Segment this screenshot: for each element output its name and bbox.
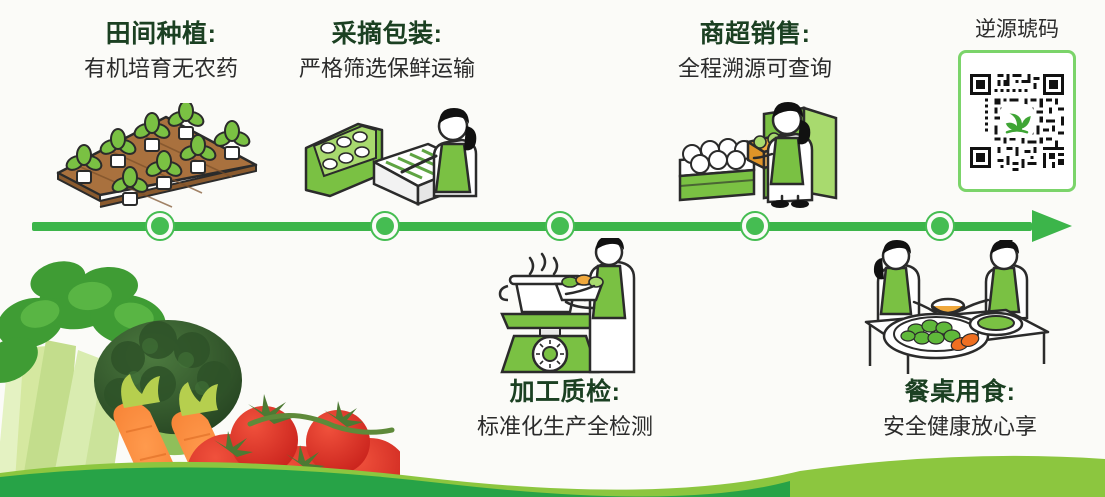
green-sprout-logo-icon	[1002, 106, 1032, 136]
stage-subtitle: 安全健康放心享	[882, 413, 1037, 439]
family-dining-table-icon	[864, 240, 1050, 374]
timeline-arrowhead-icon	[1032, 210, 1072, 242]
stage-title: 加工质检:	[509, 378, 621, 406]
stage-title: 采摘包装:	[331, 20, 443, 48]
stage-label-field-planting: 田间种植: 有机培育无农药	[30, 20, 292, 81]
stage-label-retail-sales: 商超销售: 全程溯源可查询	[630, 20, 880, 81]
timeline-node-1[interactable]	[145, 211, 175, 241]
stage-label-harvest-packing: 采摘包装: 严格筛选保鲜运输	[262, 20, 512, 81]
fresh-vegetables-photo	[0, 261, 400, 497]
supermarket-shelf-icon	[678, 102, 838, 208]
stage-subtitle: 严格筛选保鲜运输	[298, 55, 475, 81]
stage-label-dining-table: 餐桌用食: 安全健康放心享	[835, 378, 1085, 439]
timeline-node-2[interactable]	[370, 211, 400, 241]
stage-title: 田间种植:	[105, 20, 217, 48]
cooking-pot-scale-icon	[498, 238, 636, 374]
stage-subtitle: 有机培育无农药	[83, 55, 238, 81]
stage-subtitle: 全程溯源可查询	[677, 55, 832, 81]
timeline-node-5[interactable]	[925, 211, 955, 241]
bottom-wave-decoration	[0, 455, 1105, 497]
stage-title: 餐桌用食:	[904, 378, 1016, 406]
stage-subtitle: 标准化生产全检测	[476, 413, 653, 439]
qr-caption-text: 逆源琥码	[975, 18, 1059, 41]
celery	[0, 261, 166, 496]
timeline-node-4[interactable]	[740, 211, 770, 241]
stage-title: 商超销售:	[699, 20, 811, 48]
qr-caption: 逆源琥码	[958, 18, 1076, 43]
timeline-track	[32, 210, 1072, 242]
timeline-node-3[interactable]	[545, 211, 575, 241]
worker-packing-crate-icon	[304, 108, 478, 206]
vegetable-field-icon	[56, 103, 258, 208]
stage-label-processing-qc: 加工质检: 标准化生产全检测	[440, 378, 690, 439]
qr-matrix	[967, 71, 1067, 171]
traceability-qr-code[interactable]	[958, 50, 1076, 192]
timeline-bar	[32, 222, 1032, 231]
